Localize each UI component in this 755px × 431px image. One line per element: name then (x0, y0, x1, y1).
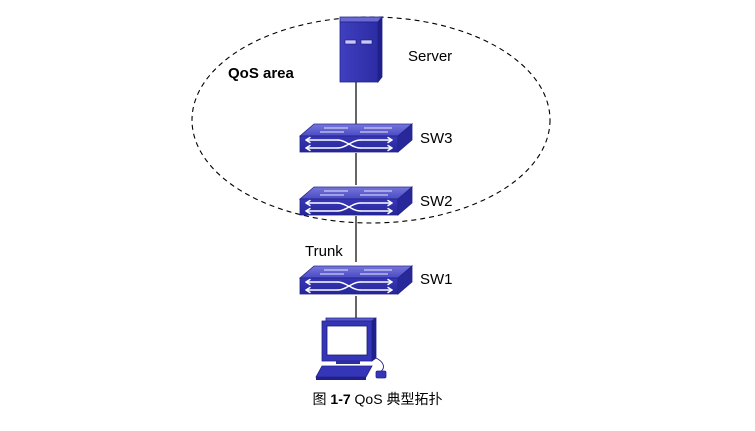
server-icon (339, 15, 383, 84)
trunk-label: Trunk (305, 243, 343, 260)
switch-sw3-icon (299, 123, 413, 153)
server-label: Server (408, 48, 452, 65)
sw3-label: SW3 (420, 130, 453, 147)
switch-sw2-icon (299, 186, 413, 216)
switch-sw1-icon (299, 265, 413, 295)
figure-caption: 图 1-7 QoS 典型拓扑 (0, 389, 755, 409)
figure-number: 1-7 (330, 391, 351, 407)
qos-area-label: QoS area (228, 65, 295, 82)
figure-title: QoS 典型拓扑 (354, 391, 443, 407)
sw1-label: SW1 (420, 271, 453, 288)
pc-icon (315, 317, 387, 380)
sw2-label: SW2 (420, 193, 453, 210)
figure-word: 图 (312, 392, 327, 408)
